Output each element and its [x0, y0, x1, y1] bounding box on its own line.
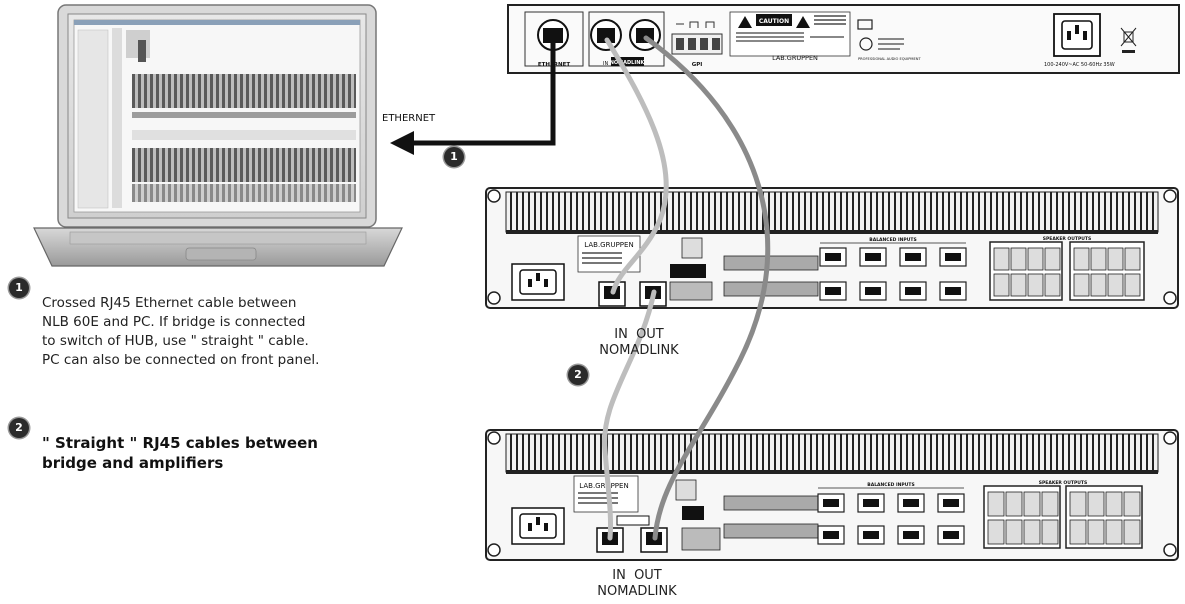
pro-audio-text: PROFESSIONAL AUDIO EQUIPMENT	[858, 57, 921, 61]
ethernet-cable-label: ETHERNET	[382, 113, 436, 124]
note-2-text: " Straight " RJ45 cables between bridge …	[42, 433, 318, 473]
caution-label	[729, 11, 851, 57]
bridge-brand-logo: LAB.GRUPPEN	[772, 54, 818, 62]
amp1-nomadlink-label: NOMADLINK	[599, 343, 679, 358]
amp2-speaker-outputs-label: SPEAKER OUTPUTS	[1039, 480, 1088, 486]
amp1-balanced-inputs-label: BALANCED INPUTS	[869, 237, 916, 243]
amp2-balanced-inputs-label: BALANCED INPUTS	[867, 482, 914, 488]
weee-bin-icon	[1120, 27, 1137, 53]
bridge-in-label: IN	[603, 61, 608, 67]
laptop-trackpad	[185, 247, 257, 261]
ethernet-arrow-head	[390, 131, 414, 155]
note-1-number: 1	[9, 278, 29, 298]
software-window	[73, 19, 361, 213]
amp1-out-label: OUT	[636, 327, 664, 342]
amp1-speaker-outputs-label: SPEAKER OUTPUTS	[1043, 236, 1092, 242]
marker-2-nomadlink: 2	[568, 365, 588, 385]
ethernet-port	[524, 11, 584, 67]
cable-bridge-to-amp2	[643, 35, 771, 541]
note-2-number: 2	[9, 418, 29, 438]
note-1-line: NLB 60E and PC. If bridge is connected	[42, 314, 306, 330]
amp2-nomadlink-label: NOMADLINK	[597, 584, 677, 599]
cable-bridge-to-amp1	[604, 37, 669, 295]
amp2-out-label: OUT	[634, 568, 662, 583]
gpi-label: GPI	[692, 62, 703, 68]
bridge-nomadlink-label: NOMADLINK	[610, 60, 646, 66]
cable-ethernet	[410, 40, 556, 146]
bridge-power-inlet	[1053, 13, 1101, 57]
note-1-line: to switch of HUB, use " straight " cable…	[42, 333, 309, 349]
laptop-keyboard	[69, 231, 367, 245]
note-1-text: Crossed RJ45 Ethernet cable between NLB …	[42, 294, 319, 370]
bridge-nomadlink-ports	[588, 11, 665, 67]
certification-marks	[857, 19, 904, 51]
amp2-in-label: IN	[612, 568, 626, 583]
amplifier-2	[485, 429, 1179, 561]
amp1-in-label: IN	[614, 327, 628, 342]
amp1-port-labels: IN OUT NOMADLINK	[591, 327, 687, 359]
note-1-line: Crossed RJ45 Ethernet cable between	[42, 295, 297, 311]
caution-text: CAUTION	[759, 18, 789, 25]
marker-1-ethernet: 1	[444, 147, 464, 167]
amp1-brand-logo: LAB.GRUPPEN	[584, 241, 633, 249]
note-2-line: bridge and amplifiers	[42, 454, 224, 472]
cable-amp1-to-amp2	[602, 289, 657, 541]
laptop	[33, 4, 403, 267]
gpi-connector	[671, 21, 723, 55]
power-rating-text: 100-240V~AC 50-60Hz 35W	[1044, 62, 1115, 68]
note-1-line: PC can also be connected on front panel.	[42, 352, 320, 368]
amp2-port-labels: IN OUT NOMADLINK	[589, 568, 685, 600]
amp2-brand-logo: LAB.GRUPPEN	[579, 482, 628, 490]
note-2-line: " Straight " RJ45 cables between	[42, 434, 318, 452]
